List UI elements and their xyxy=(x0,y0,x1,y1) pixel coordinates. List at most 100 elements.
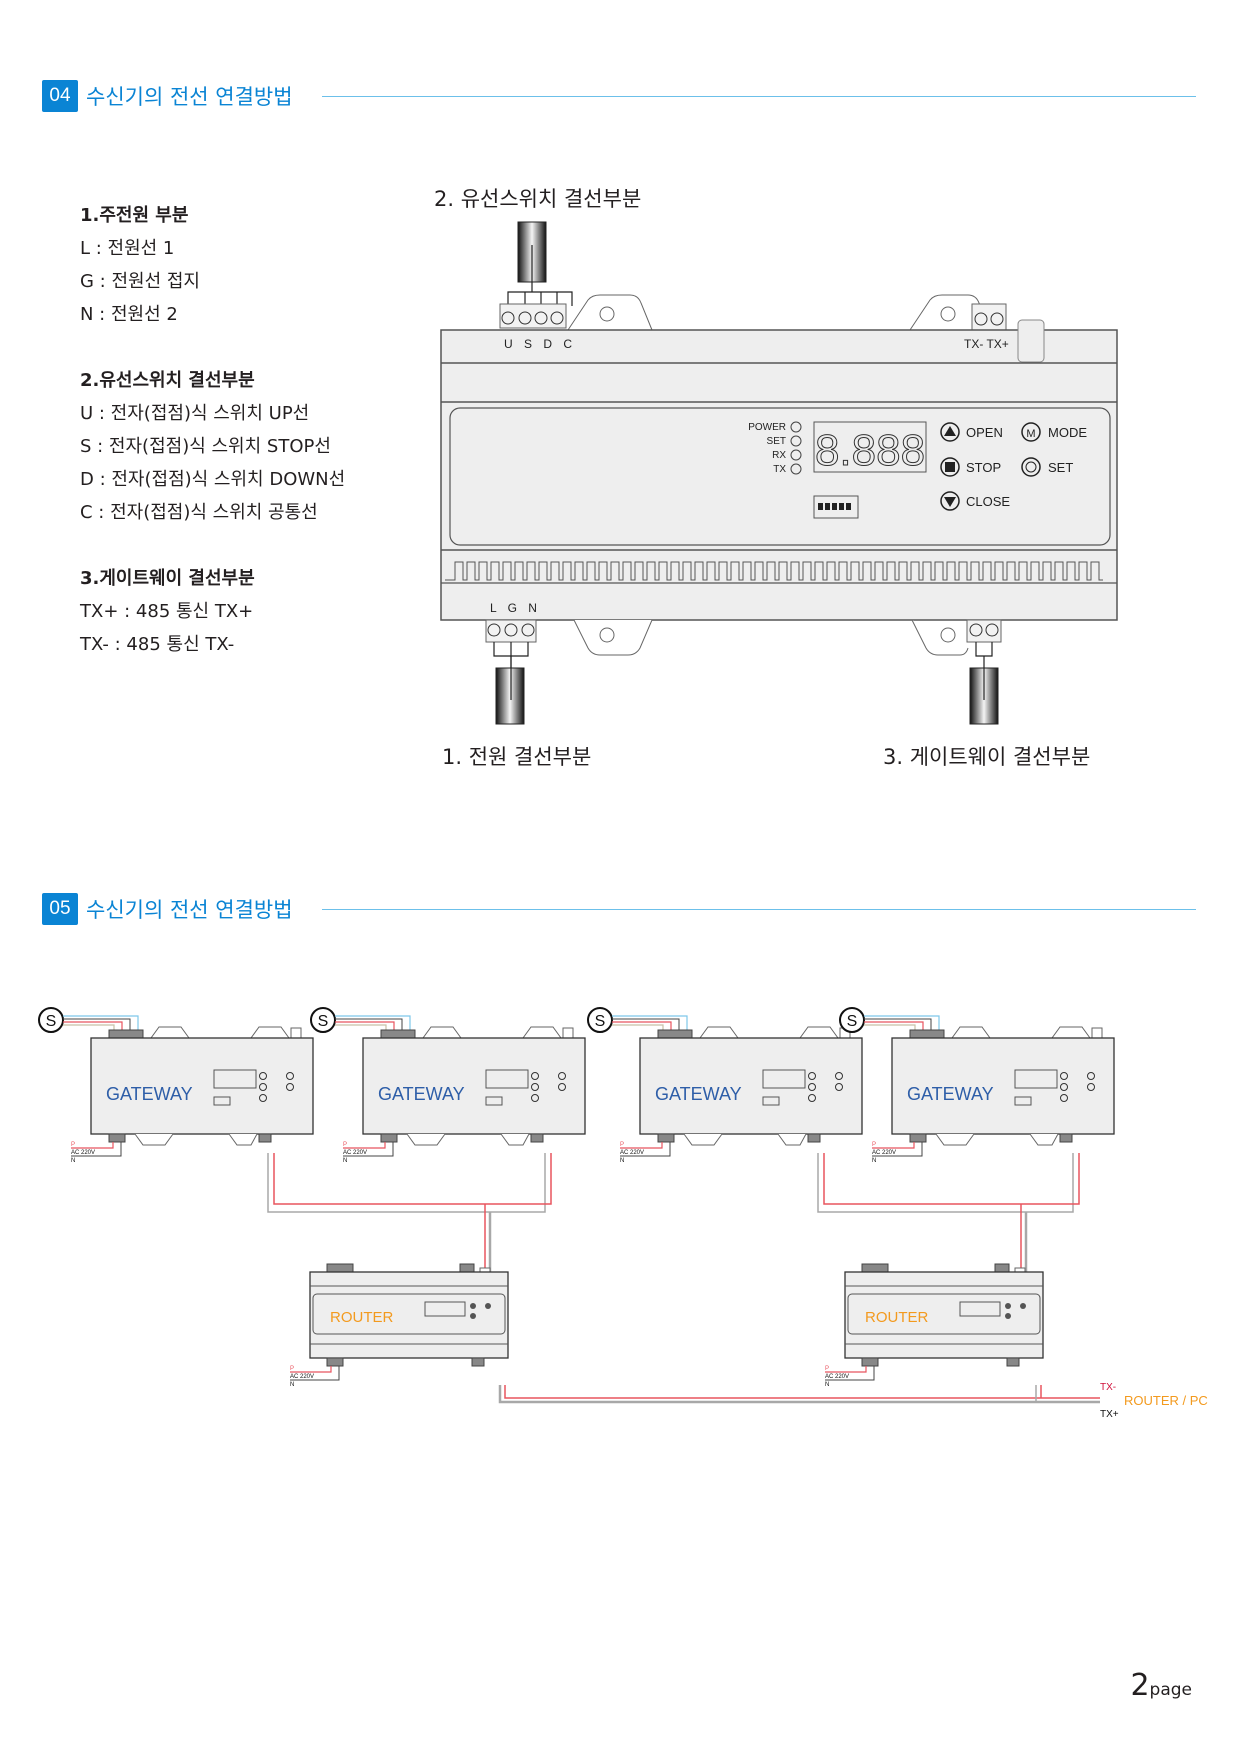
switch-icon xyxy=(38,1007,64,1033)
switch-terminal-block xyxy=(499,303,567,329)
switch-icon xyxy=(587,1007,613,1033)
led-label-rx: RX xyxy=(772,450,786,461)
led-label-tx: TX xyxy=(773,464,786,475)
svg-text:CLOSE: CLOSE xyxy=(966,494,1010,509)
power-label-p: P xyxy=(872,1142,876,1148)
power-label-p: P xyxy=(290,1366,294,1372)
switch-icon xyxy=(839,1007,865,1033)
gateway-label: GATEWAY xyxy=(907,1084,994,1104)
bus-wires-group-2 xyxy=(817,1153,1080,1272)
switch-glyph: S xyxy=(595,1013,606,1030)
switch-icon xyxy=(310,1007,336,1033)
power-label-n: N xyxy=(71,1158,75,1164)
power-label-ac: AC 220V xyxy=(290,1374,314,1380)
desc-line: G : 전원선 접지 xyxy=(80,271,200,292)
desc-line: C : 전자(접점)식 스위치 공통선 xyxy=(80,502,318,523)
mount-ear xyxy=(567,294,653,331)
svg-text:MODE: MODE xyxy=(1048,425,1087,440)
page-number: 2page xyxy=(1130,1668,1192,1703)
front-panel xyxy=(449,407,1111,546)
wiring-description: 1.주전원 부분 L : 전원선 1 G : 전원선 접지 N : 전원선 2 … xyxy=(80,199,345,661)
svg-text:SET: SET xyxy=(1048,460,1073,475)
section-05-title: 수신기의 전선 연결방법 xyxy=(86,898,293,922)
gateway-label: GATEWAY xyxy=(378,1084,465,1104)
tx-terminal-labels: TX- TX+ xyxy=(964,337,1009,351)
power-label-n: N xyxy=(825,1382,829,1388)
power-terminal-block xyxy=(485,619,537,643)
gateway-body xyxy=(639,1037,863,1135)
vent-slot-path xyxy=(445,561,1103,581)
page-number-value: 2 xyxy=(1130,1668,1150,1703)
label-power-wiring: 1. 전원 결선부분 xyxy=(442,745,592,769)
desc-line: D : 전자(접점)식 스위치 DOWN선 xyxy=(80,469,346,490)
mount-ear xyxy=(911,619,969,656)
close-button: CLOSE xyxy=(940,491,1010,511)
svg-text:OPEN: OPEN xyxy=(966,425,1003,440)
vent-slots xyxy=(445,561,1103,581)
desc-line: U : 전자(접점)식 스위치 UP선 xyxy=(80,403,310,424)
label-switch-wiring: 2. 유선스위치 결선부분 xyxy=(434,187,642,211)
led-label-power: POWER xyxy=(748,422,786,433)
gateway-body xyxy=(891,1037,1115,1135)
mode-button: M MODE xyxy=(1021,422,1087,442)
gateway-node-3: S GATEWAY P AC 220V N xyxy=(587,1007,863,1164)
power-label-p: P xyxy=(71,1142,75,1148)
router-pc-endpoint: ROUTER / PC xyxy=(1124,1393,1208,1408)
bottom-terminal-labels: L G N xyxy=(490,601,541,615)
status-leds: POWER SET RX TX xyxy=(748,421,802,475)
switch-glyph: S xyxy=(46,1013,57,1030)
section-04-divider xyxy=(322,96,1196,97)
label-gateway-wiring: 3. 게이트웨이 결선부분 xyxy=(883,745,1091,769)
router-bus-wires xyxy=(498,1385,1100,1404)
section-04-header: 04 수신기의 전선 연결방법 xyxy=(42,79,293,113)
desc-heading-power: 1.주전원 부분 xyxy=(80,205,189,226)
power-label-n: N xyxy=(620,1158,624,1164)
top-terminal-labels: U S D C xyxy=(504,337,576,351)
power-label-n: N xyxy=(872,1158,876,1164)
tx-plus-label: TX+ xyxy=(1100,1409,1119,1420)
desc-line: N : 전원선 2 xyxy=(80,304,178,325)
power-label-ac: AC 220V xyxy=(825,1374,849,1380)
mini-display xyxy=(485,1069,529,1089)
router-node-2: ROUTER P AC 220V N xyxy=(825,1263,1044,1388)
page-number-suffix: page xyxy=(1149,1680,1192,1700)
power-label-p: P xyxy=(825,1366,829,1372)
stop-button: STOP xyxy=(940,457,1001,477)
power-label-ac: AC 220V xyxy=(620,1150,644,1156)
router-label: ROUTER xyxy=(865,1309,929,1326)
gateway-body xyxy=(362,1037,586,1135)
desc-line: TX+ : 485 통신 TX+ xyxy=(80,601,254,622)
tx-terminal-top xyxy=(971,303,1007,331)
power-label-p: P xyxy=(620,1142,624,1148)
desc-heading-switch: 2.유선스위치 결선부분 xyxy=(80,370,255,391)
segment-display: 8.888 xyxy=(813,421,927,476)
dip-switch xyxy=(813,495,859,519)
gateway-body xyxy=(90,1037,314,1135)
section-04-number: 04 xyxy=(42,80,78,112)
mini-display xyxy=(1014,1069,1058,1089)
led-label-set: SET xyxy=(767,436,786,447)
mini-display xyxy=(213,1069,257,1089)
receiver-device-diagram: U S D C TX- TX+ POWER SET RX TX 8.888 OP… xyxy=(440,221,1118,725)
router-node-1: ROUTER P AC 220V N xyxy=(290,1263,509,1388)
section-04-title: 수신기의 전선 연결방법 xyxy=(86,85,293,109)
power-label-p: P xyxy=(343,1142,347,1148)
open-button: OPEN xyxy=(940,422,1003,442)
switch-glyph: S xyxy=(318,1013,329,1030)
section-05-number: 05 xyxy=(42,893,78,925)
bus-wires-group-1 xyxy=(267,1153,552,1272)
svg-text:M: M xyxy=(1026,428,1035,440)
power-cable xyxy=(495,667,525,725)
mount-ear xyxy=(909,294,991,331)
gateway-label: GATEWAY xyxy=(655,1084,742,1104)
tx-terminal-bottom xyxy=(966,619,1002,643)
power-label-n: N xyxy=(290,1382,294,1388)
section-05-header: 05 수신기의 전선 연결방법 xyxy=(42,892,293,926)
desc-line: S : 전자(접점)식 스위치 STOP선 xyxy=(80,436,331,457)
power-label-ac: AC 220V xyxy=(71,1150,95,1156)
router-label: ROUTER xyxy=(330,1309,394,1326)
power-label-ac: AC 220V xyxy=(872,1150,896,1156)
desc-heading-gateway: 3.게이트웨이 결선부분 xyxy=(80,568,255,589)
